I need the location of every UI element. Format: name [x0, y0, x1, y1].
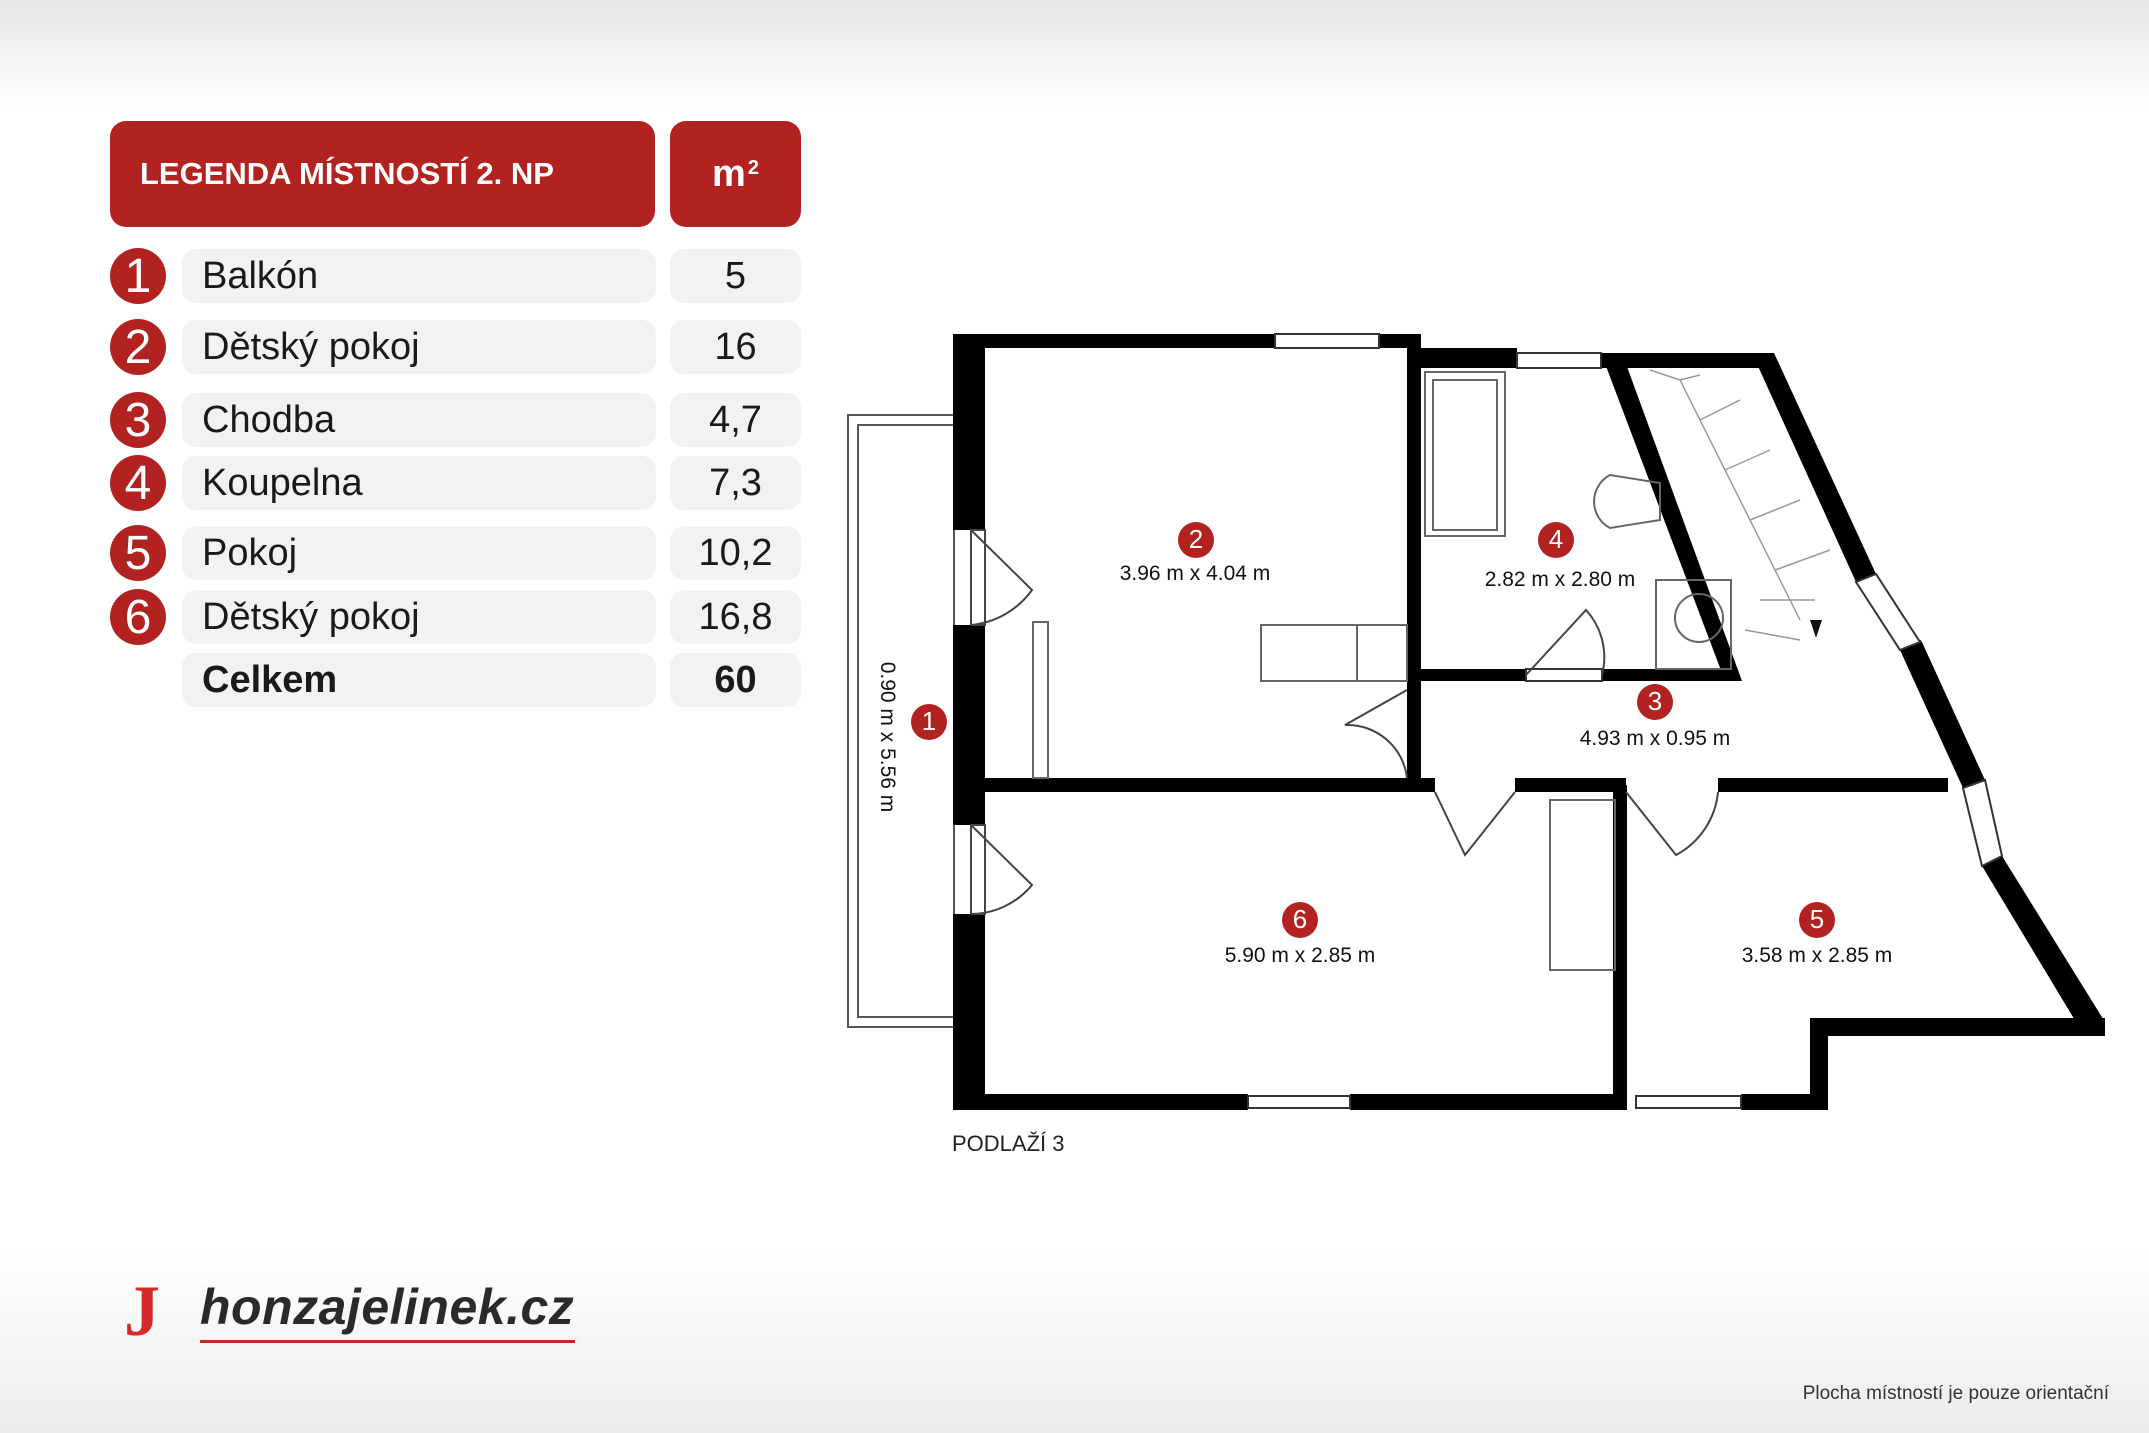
room-dims-5: 3.58 m x 2.85 m — [1741, 944, 1893, 967]
legend-total-value: 60 — [670, 653, 801, 707]
legend-number-4: 4 — [110, 455, 166, 511]
legend-room-name: Balkón — [182, 249, 656, 303]
disclaimer: Plocha místností je pouze orientační — [1802, 1383, 2109, 1404]
floor-label: PODLAŽÍ 3 — [952, 1131, 1065, 1156]
legend-room-name: Dětský pokoj — [182, 320, 656, 374]
room-dims-4: 2.82 m x 2.80 m — [1484, 568, 1636, 591]
doors — [970, 529, 1719, 915]
legend-number-2: 2 — [110, 319, 166, 375]
unit-superscript: 2 — [747, 156, 759, 179]
stairs — [1649, 369, 1831, 641]
legend-total-label: Celkem — [182, 653, 656, 707]
unit-base: m — [712, 152, 746, 195]
room-dims-3: 4.93 m x 0.95 m — [1579, 727, 1731, 750]
legend-room-name: Koupelna — [182, 456, 656, 510]
brand-underline — [200, 1340, 575, 1343]
brand-link[interactable]: honzajelinek.cz — [200, 1279, 575, 1335]
legend-number-3: 3 — [110, 392, 166, 448]
room-dims-1: 0.90 m x 5.56 m — [876, 661, 899, 813]
legend-room-area: 4,7 — [670, 393, 801, 447]
room-marker-4: 4 — [1548, 524, 1564, 554]
legend-number-6: 6 — [110, 589, 166, 645]
legend-room-name: Chodba — [182, 393, 656, 447]
room-marker-3: 3 — [1647, 686, 1663, 716]
legend-room-area: 16 — [670, 320, 801, 374]
room-marker-6: 6 — [1292, 904, 1308, 934]
legend-number-5: 5 — [110, 525, 166, 581]
top-gradient — [0, 0, 2149, 110]
fixtures — [1032, 371, 1732, 971]
legend-room-area: 16,8 — [670, 590, 801, 644]
brand-logo: J — [124, 1271, 160, 1351]
legend-room-name: Pokoj — [182, 526, 656, 580]
room-marker-5: 5 — [1809, 904, 1825, 934]
room-marker-1: 1 — [921, 706, 937, 736]
legend-title: LEGENDA MÍSTNOSTÍ 2. NP — [110, 121, 655, 227]
legend-room-area: 10,2 — [670, 526, 801, 580]
room-marker-2: 2 — [1188, 524, 1204, 554]
legend-number-1: 1 — [110, 248, 166, 304]
room-dims-6: 5.90 m x 2.85 m — [1224, 944, 1376, 967]
room-markers — [911, 522, 1835, 938]
legend-room-area: 7,3 — [670, 456, 801, 510]
legend-title-text: LEGENDA MÍSTNOSTÍ 2. NP — [140, 156, 554, 191]
walls — [953, 334, 2105, 1110]
room-dims-2: 3.96 m x 4.04 m — [1119, 562, 1271, 585]
legend-room-name: Dětský pokoj — [182, 590, 656, 644]
stair-arrow — [1810, 620, 1822, 638]
legend-room-area: 5 — [670, 249, 801, 303]
windows — [1247, 333, 2004, 1109]
